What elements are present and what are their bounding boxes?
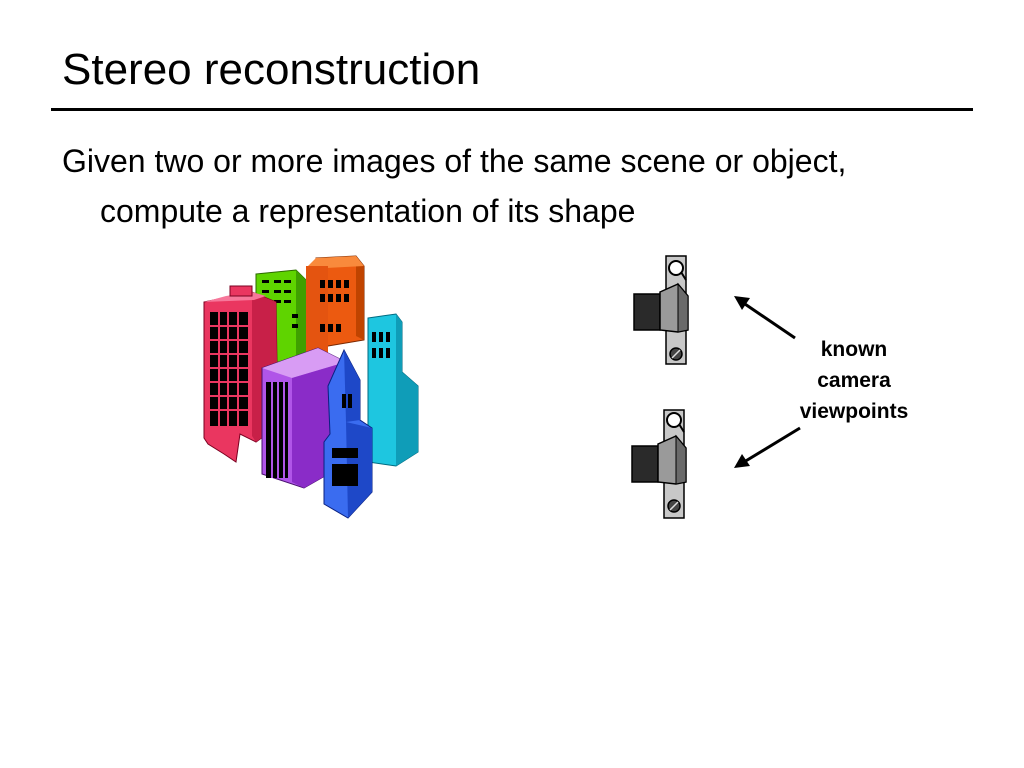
camera-viewpoints-label: known camera viewpoints xyxy=(774,334,934,427)
arrows xyxy=(734,296,801,468)
cyan-building xyxy=(367,313,419,467)
camera-icon xyxy=(633,255,689,365)
annotation-line-3: viewpoints xyxy=(799,400,909,423)
title-divider xyxy=(51,108,973,111)
red-building xyxy=(203,285,279,463)
blue-tower xyxy=(323,348,373,519)
camera-icon xyxy=(631,409,687,519)
slide-title: Stereo reconstruction xyxy=(62,45,481,94)
orange-building xyxy=(306,255,365,354)
body-line-2: compute a representation of its shape xyxy=(100,193,636,229)
annotation-line-2: camera xyxy=(817,369,891,392)
arrow-icon xyxy=(734,296,796,340)
city-buildings-icon xyxy=(203,255,419,519)
body-line-1: Given two or more images of the same sce… xyxy=(62,143,847,179)
arrow-icon xyxy=(734,426,801,468)
body-text: Given two or more images of the same sce… xyxy=(62,136,992,236)
annotation-line-1: known xyxy=(820,338,888,361)
